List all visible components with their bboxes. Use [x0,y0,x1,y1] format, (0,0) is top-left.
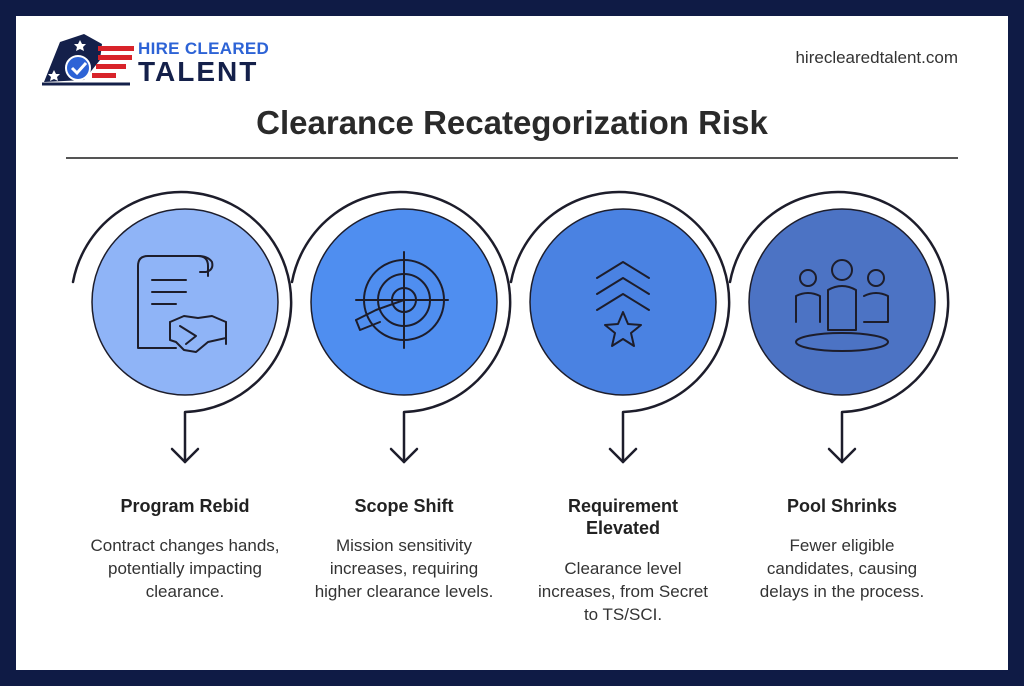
logo-text-line2: TALENT [138,56,259,87]
title-divider [66,157,958,159]
step3-title: Requirement Elevated [567,496,679,538]
people-group-icon [795,259,889,352]
shield-flag-icon [42,34,134,86]
step3-description: Clearance level increases, from Secret t… [537,559,709,624]
page-title: Clearance Recategorization Risk [256,104,768,141]
step1-circle [91,208,279,396]
step4-arrow-head [827,447,857,464]
step1-title: Program Rebid [120,496,250,516]
step1-description: Contract changes hands, potentially impa… [90,536,280,601]
step4-circle [748,208,936,396]
step3-arrow-head [608,447,638,464]
step2-title: Scope Shift [354,496,454,516]
step4-description: Fewer eligible candidates, causing delay… [759,536,925,601]
target-crosshair-icon [355,251,449,349]
step1-arrow-head [170,447,200,464]
logo-text-line1: HIRE CLEARED [138,39,270,58]
step4-title: Pool Shrinks [786,496,898,516]
step2-arrow-head [389,447,419,464]
step2-description: Mission sensitivity increases, requiring… [314,536,494,601]
step4-connector-arc [728,190,950,464]
step3-circle [529,208,717,396]
chevrons-star-icon [596,261,650,347]
step2-connector-arc [290,190,512,464]
brand-logo: HIRE CLEARED TALENT [40,30,280,90]
step1-connector-arc [71,190,293,464]
website-url: hireclearedtalent.com [795,48,958,67]
contract-handshake-icon [137,255,227,353]
step3-connector-arc [509,190,731,464]
